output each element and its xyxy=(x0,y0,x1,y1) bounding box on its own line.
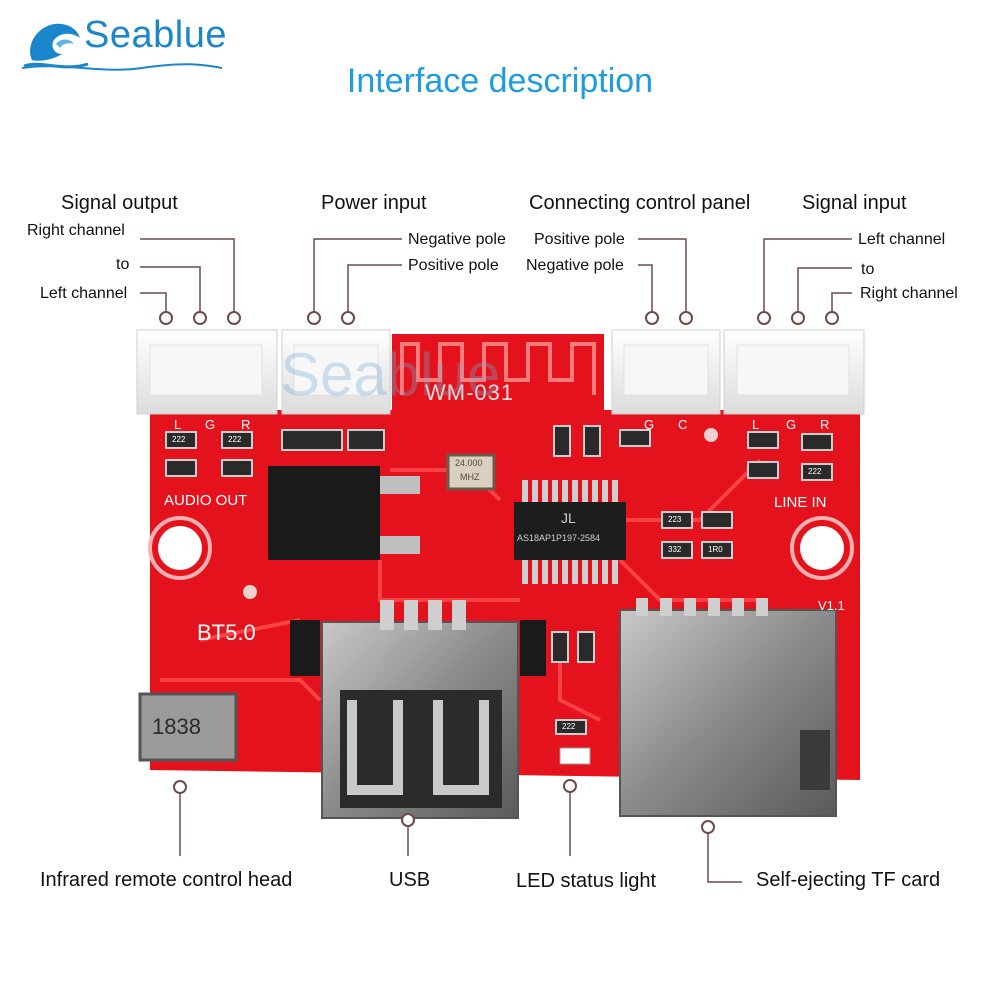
resistor-code: 222 xyxy=(172,435,186,444)
resistor-code: 223 xyxy=(668,515,682,524)
ir-remote-label: Infrared remote control head xyxy=(40,869,293,891)
signal-input-right-label: Right channel xyxy=(860,285,958,302)
connector-control-panel xyxy=(611,329,721,415)
signal-output-to-label: to xyxy=(116,256,130,273)
signal-output-right-label: Right channel xyxy=(27,222,125,239)
signal-input-to-label: to xyxy=(861,261,875,278)
resistor-code: 222 xyxy=(562,722,576,731)
power-input-title: Power input xyxy=(321,192,427,214)
control-positive-label: Positive pole xyxy=(534,231,625,248)
watermark-text: Seablue xyxy=(280,341,501,408)
usb-label: USB xyxy=(389,869,431,891)
signal-output-left-label: Left channel xyxy=(40,285,128,302)
resistor-code: 222 xyxy=(228,435,242,444)
main-chip-pins xyxy=(522,480,618,584)
silk-line-r: R xyxy=(820,417,830,432)
silk-line-g: G xyxy=(786,417,797,432)
board-model-label: BT5.0 xyxy=(197,620,256,645)
voltage-regulator xyxy=(268,466,380,560)
signal-input-title: Signal input xyxy=(802,192,907,214)
silk-control-c: C xyxy=(678,417,688,432)
connector-power-in xyxy=(281,329,391,415)
ir-receiver xyxy=(138,692,238,762)
brand-name: Seablue xyxy=(84,14,227,56)
silk-audio-l: L xyxy=(174,417,182,432)
line-in-silk: LINE IN xyxy=(774,494,827,511)
tf-card-label: Self-ejecting TF card xyxy=(756,869,941,891)
page-title: Interface description xyxy=(346,62,654,100)
antenna-tab xyxy=(392,334,604,416)
chip-code: AS18AP1P197-2584 xyxy=(517,533,601,543)
power-positive-label: Positive pole xyxy=(408,257,499,274)
control-panel-title: Connecting control panel xyxy=(529,192,751,214)
control-negative-label: Negative pole xyxy=(526,257,624,274)
brand-wave-underline xyxy=(22,63,222,71)
signal-input-left-label: Left channel xyxy=(858,231,946,248)
crystal-oscillator xyxy=(446,453,496,491)
connector-audio-out xyxy=(136,329,278,415)
power-negative-label: Negative pole xyxy=(408,231,506,248)
crystal-freq: 24.000 xyxy=(455,458,483,468)
silk-control-g: G xyxy=(644,417,655,432)
resistor-code: 222 xyxy=(808,467,822,476)
resistor-code: 332 xyxy=(668,545,682,554)
silk-line-l: L xyxy=(752,417,760,432)
audio-out-silk: AUDIO OUT xyxy=(164,492,248,509)
connector-line-in xyxy=(723,329,865,415)
antenna-trace xyxy=(400,342,596,395)
silk-audio-r: R xyxy=(241,417,251,432)
status-led xyxy=(559,747,591,765)
silk-audio-g: G xyxy=(205,417,216,432)
resistor-code: 1R0 xyxy=(708,545,723,554)
ir-part-label: 1838 xyxy=(152,714,201,739)
antenna-label: WM-031 xyxy=(425,380,515,405)
main-chip xyxy=(514,502,626,560)
signal-output-title: Signal output xyxy=(61,192,178,214)
crystal-unit: MHZ xyxy=(460,472,480,482)
chip-brand: JL xyxy=(561,510,576,526)
led-status-label: LED status light xyxy=(516,870,657,892)
version-silk: V1.1 xyxy=(818,598,845,613)
